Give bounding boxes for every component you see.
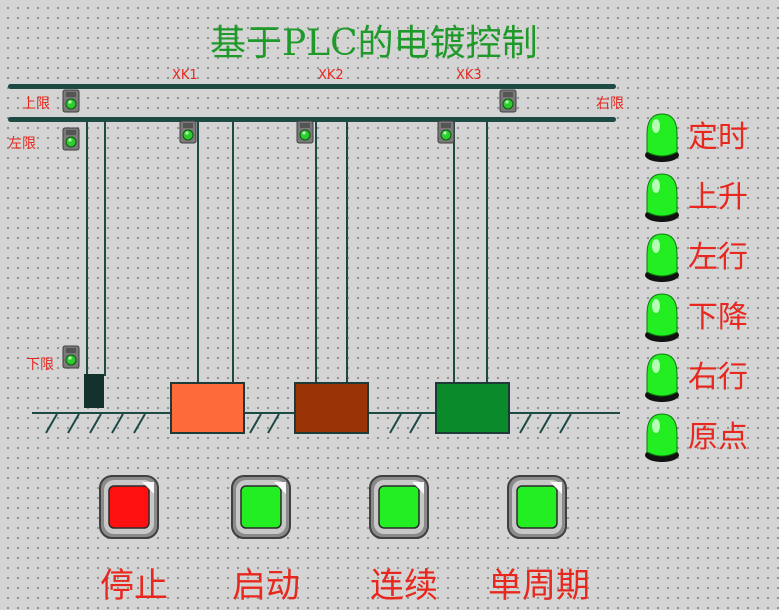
indicator-lamp-right-move-icon — [645, 353, 679, 402]
plating-tank-3 — [435, 382, 510, 434]
lower-limit-label: 下限 — [26, 357, 54, 373]
upper-rail — [8, 84, 616, 89]
indicator-label-rise: 上升 — [688, 180, 748, 215]
continuous-button[interactable] — [368, 474, 430, 540]
upper-limit-label: 上限 — [22, 96, 50, 112]
right-limit-label: 右限 — [596, 96, 624, 112]
indicator-lamp-rise-icon — [645, 173, 679, 222]
indicator-label-origin: 原点 — [688, 420, 748, 455]
upper-limit-sensor-icon — [62, 89, 80, 113]
continuous-button-label: 连续 — [370, 566, 438, 606]
plating-tank-2 — [294, 382, 369, 434]
plating-tank-1 — [170, 382, 245, 434]
xk2-sensor-icon — [296, 120, 314, 144]
hoist-hook — [84, 374, 104, 408]
xk1-sensor-icon — [179, 120, 197, 144]
indicator-label-descend: 下降 — [688, 300, 748, 335]
start-button[interactable] — [230, 474, 292, 540]
xk1-label: XK1 — [172, 68, 198, 83]
tank1-wire-right — [232, 122, 234, 384]
page-title: 基于PLC的电镀控制 — [210, 23, 538, 64]
single-cycle-button[interactable] — [506, 474, 568, 540]
lower-rail — [8, 117, 616, 122]
xk3-label: XK3 — [456, 68, 482, 83]
lower-limit-sensor-icon — [62, 345, 80, 369]
indicator-label-timer: 定时 — [688, 120, 748, 155]
xk2-label: XK2 — [318, 68, 344, 83]
indicator-label-right-move: 右行 — [688, 360, 748, 395]
indicator-lamp-timer-icon — [645, 113, 679, 162]
indicator-lamp-left-move-icon — [645, 233, 679, 282]
tank1-wire-left — [197, 122, 199, 384]
tank3-wire-left — [453, 122, 455, 384]
hoist-wire-left — [86, 122, 88, 376]
xk3-sensor-icon — [437, 120, 455, 144]
single-cycle-button-label: 单周期 — [488, 566, 590, 606]
tank2-wire-right — [346, 122, 348, 384]
tank2-wire-left — [315, 122, 317, 384]
hoist-wire-right — [104, 122, 106, 376]
start-button-label: 启动 — [232, 566, 300, 606]
indicator-lamp-descend-icon — [645, 293, 679, 342]
right-limit-sensor-icon — [499, 89, 517, 113]
left-limit-label: 左限 — [8, 136, 36, 152]
stop-button[interactable] — [98, 474, 160, 540]
indicator-lamp-origin-icon — [645, 413, 679, 462]
stop-button-label: 停止 — [100, 566, 168, 606]
tank3-wire-right — [486, 122, 488, 384]
left-limit-sensor-icon — [62, 127, 80, 151]
indicator-label-left-move: 左行 — [688, 240, 748, 275]
